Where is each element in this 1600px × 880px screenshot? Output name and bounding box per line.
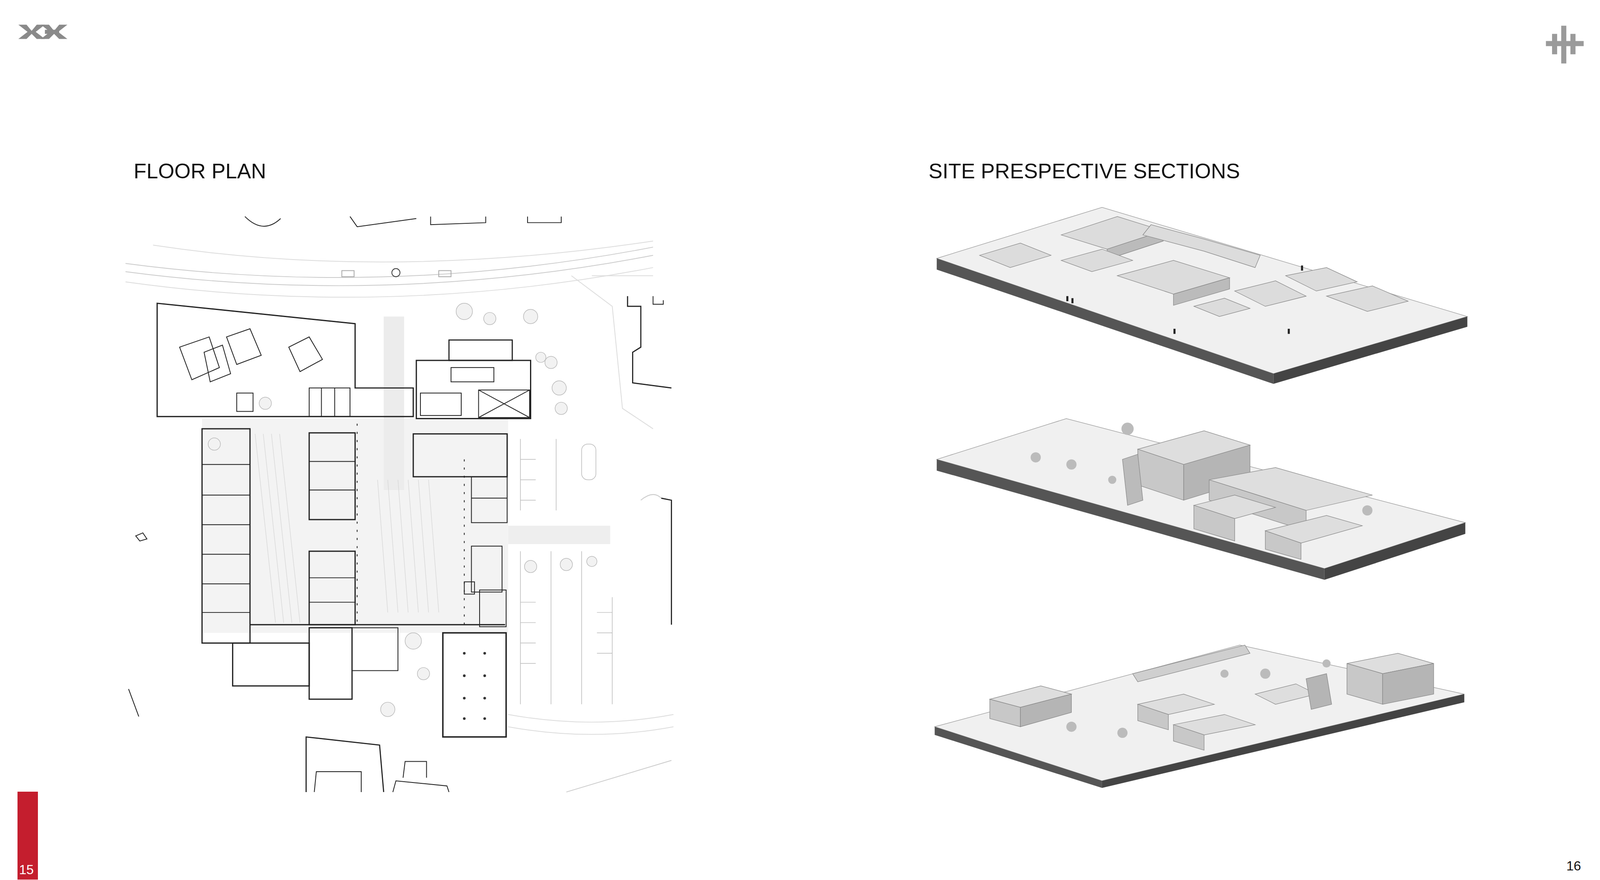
logo-mark: [18, 24, 68, 39]
cross-icon: [1545, 25, 1584, 64]
section-heading: SITE PRESPECTIVE SECTIONS: [928, 159, 1240, 184]
section-heading: FLOOR PLAN: [133, 159, 267, 184]
site-section-model: [934, 207, 1468, 788]
page-number: 15: [17, 862, 34, 880]
floor-plan: [125, 216, 674, 793]
page-number: 16: [1566, 858, 1581, 874]
page-number-tab: 15: [17, 791, 38, 880]
